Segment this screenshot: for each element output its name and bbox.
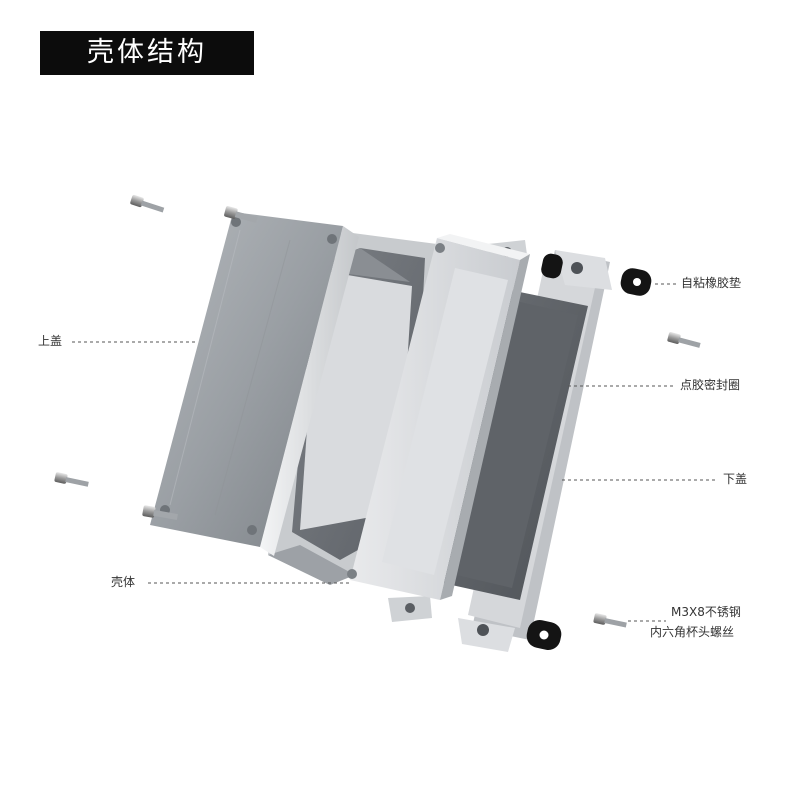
label-bottom-cover: 下盖 <box>723 472 748 486</box>
label-top-cover: 上盖 <box>38 334 63 348</box>
rubber-gasket-bottom <box>526 620 562 650</box>
rubber-gasket-back <box>541 253 563 279</box>
leader-lines <box>72 283 718 622</box>
screw-bottom-right-loose <box>593 613 627 628</box>
label-screw-line1: M3X8不锈钢 <box>671 605 741 619</box>
bottom-cover <box>388 240 612 652</box>
top-cover <box>150 212 359 556</box>
screw-left-loose <box>54 472 89 487</box>
screw-top-left-loose <box>130 194 165 213</box>
section-title: 壳体结构 <box>40 31 254 75</box>
label-seal-ring: 点胶密封圈 <box>680 378 741 392</box>
screw-top-cover-upper <box>224 206 258 223</box>
label-screw-line2: 内六角杯头螺丝 <box>650 625 735 639</box>
screw-top-cover-lower <box>142 505 178 520</box>
label-gasket: 自粘橡胶垫 <box>681 276 742 290</box>
label-housing: 壳体 <box>111 575 136 589</box>
screw-right-loose <box>667 332 701 348</box>
rubber-gasket-top <box>620 268 652 296</box>
housing-front-wall <box>347 234 530 600</box>
